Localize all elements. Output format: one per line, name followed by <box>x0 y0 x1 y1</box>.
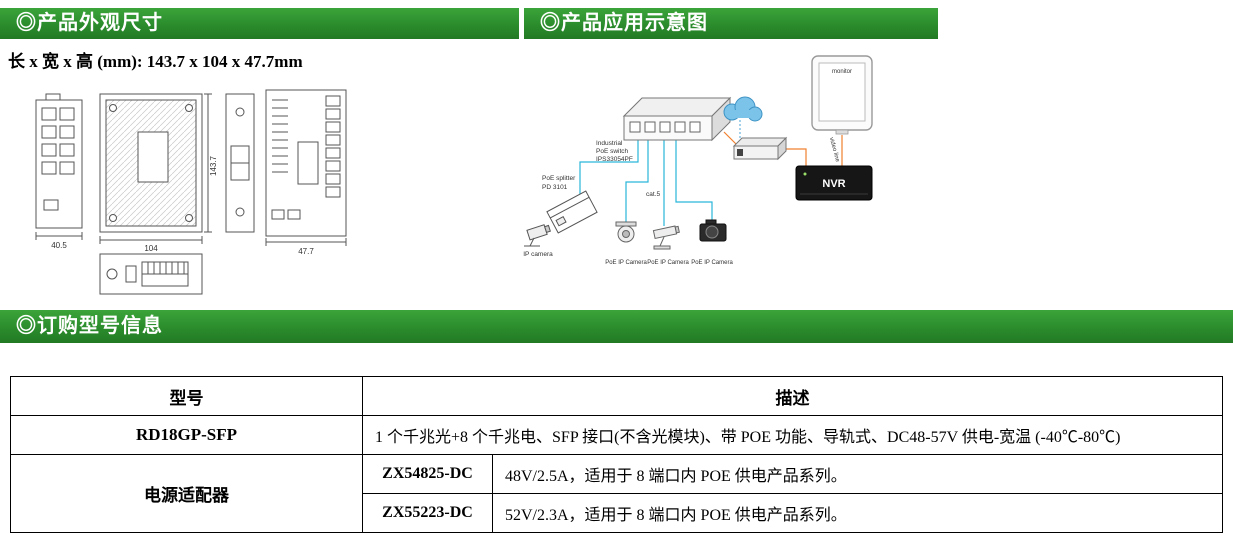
dim-height: 143.7 <box>209 155 218 176</box>
technical-drawings: 40.5 104 143.7 <box>35 89 347 295</box>
table-row-main-product: RD18GP-SFP 1 个千兆光+8 个千兆电、SFP 接口(不含光模块)、带… <box>10 415 1223 455</box>
dim-body-width: 104 <box>144 244 158 253</box>
desc-cell-rd18gp: 1 个千兆光+8 个千兆电、SFP 接口(不含光模块)、带 POE 功能、导轨式… <box>362 415 1223 455</box>
poe-camera-label-2: PoE IP Camera <box>647 260 689 266</box>
drawing-bottom-view <box>99 253 203 295</box>
media-converter-illustration <box>732 136 788 161</box>
model-cell-rd18gp: RD18GP-SFP <box>10 415 363 455</box>
monitor-label: monitor <box>832 69 852 75</box>
poe-switch-illustration <box>622 96 732 142</box>
table-row-adapter-2: ZX55223-DC 52V/2.3A，适用于 8 端口内 POE 供电产品系列… <box>11 493 1223 533</box>
poe-splitter-illustration <box>546 190 598 234</box>
section-header-ordering: ◎订购型号信息 <box>0 310 1233 343</box>
model-cell-zx55223: ZX55223-DC <box>362 493 493 533</box>
model-cell-zx54825: ZX54825-DC <box>362 454 493 494</box>
application-title: ◎产品应用示意图 <box>540 12 708 34</box>
ordering-title: ◎订购型号信息 <box>16 315 163 337</box>
switch-label-line1: Industrial <box>596 140 623 147</box>
nvr-label: NVR <box>822 178 845 190</box>
dome-camera-illustration <box>615 221 637 243</box>
drawing-perspective-view <box>265 89 347 246</box>
switch-label-line3: IPS33054PF <box>596 156 633 163</box>
dslr-camera-illustration <box>699 219 727 242</box>
ip-camera-illustration <box>526 224 551 241</box>
drawing-main-view <box>99 93 212 244</box>
table-header-row: 型号 描述 <box>10 376 1223 416</box>
dimensions-title: ◎产品外观尺寸 <box>16 12 163 34</box>
drawing-side-view <box>225 93 255 233</box>
product-size-text: 长 x 宽 x 高 (mm): 143.7 x 104 x 47.7mm <box>8 52 303 71</box>
monitor-illustration <box>811 55 873 135</box>
section-header-application: ◎产品应用示意图 <box>524 8 938 39</box>
section-header-dimensions: ◎产品外观尺寸 <box>0 8 519 39</box>
col-header-model: 型号 <box>10 376 363 416</box>
ip-camera-mount <box>524 237 540 247</box>
cat5-cables <box>579 140 713 226</box>
cat5-label: cat.5 <box>646 191 660 198</box>
table-row-adapter-1: 电源适配器 ZX54825-DC 48V/2.5A，适用于 8 端口内 POE … <box>10 454 1223 533</box>
order-table: 型号 描述 RD18GP-SFP 1 个千兆光+8 个千兆电、SFP 接口(不含… <box>10 376 1223 533</box>
dim-side-depth: 47.7 <box>298 247 314 256</box>
col-header-desc: 描述 <box>362 376 1223 416</box>
poe-camera-label-1: PoE IP Camera <box>605 260 647 266</box>
ip-camera-label: IP camera <box>523 251 553 258</box>
video-line-label: video line <box>828 137 841 164</box>
drawing-front-view <box>35 93 83 240</box>
poe-camera-label-3: PoE IP Camera <box>691 260 733 266</box>
bullet-camera-illustration <box>652 225 680 240</box>
internet-cloud-icon <box>723 96 763 122</box>
switch-label-line2: PoE switch <box>596 148 629 155</box>
dim-front-width: 40.5 <box>51 241 67 250</box>
nvr-illustration <box>795 165 873 201</box>
bullet-camera-mount <box>653 236 671 250</box>
desc-cell-zx55223: 52V/2.3A，适用于 8 端口内 POE 供电产品系列。 <box>492 493 1223 533</box>
desc-cell-zx54825: 48V/2.5A，适用于 8 端口内 POE 供电产品系列。 <box>492 454 1223 494</box>
splitter-label-line2: PD 3101 <box>542 184 568 191</box>
adapter-group-cell: 电源适配器 <box>10 454 363 533</box>
application-diagram: Industrial PoE switch IPS33054PF monitor… <box>523 55 873 266</box>
splitter-label-line1: PoE splitter <box>542 175 576 182</box>
